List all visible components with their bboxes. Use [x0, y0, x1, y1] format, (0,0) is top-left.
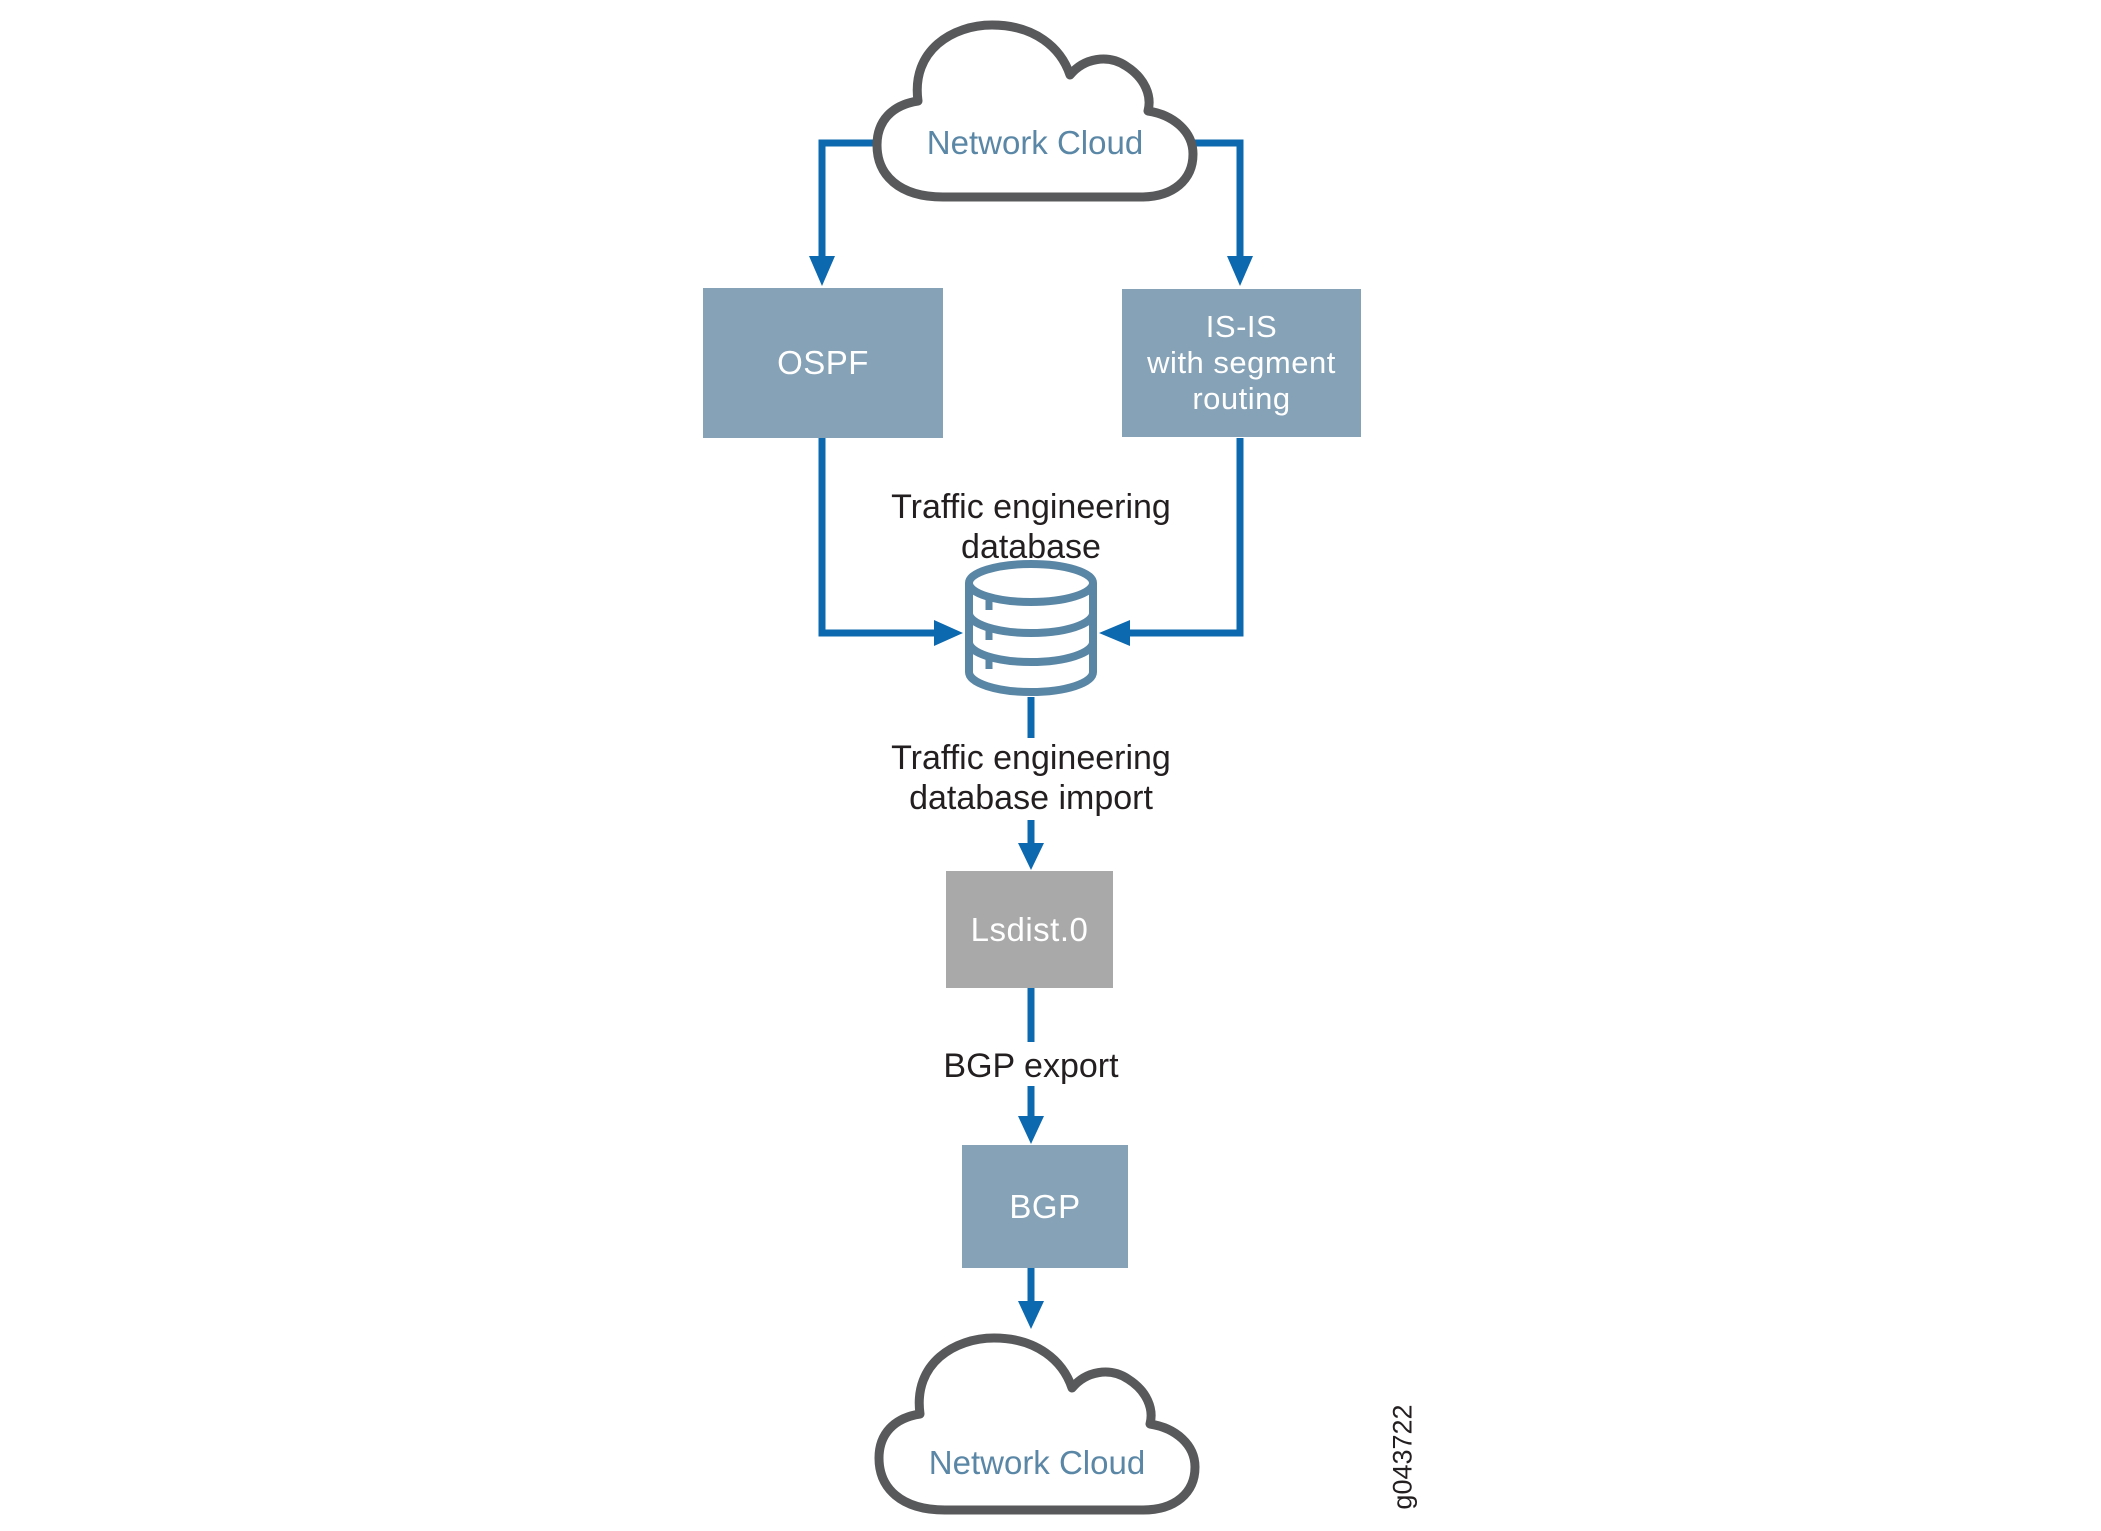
- node-isis-line3: routing: [1192, 381, 1291, 416]
- arrowhead-down-isis: [1227, 256, 1253, 286]
- database-icon: [965, 560, 1097, 696]
- ted-label-line2: database: [961, 528, 1101, 566]
- arrowheads: [809, 256, 1253, 1329]
- arrowhead-left-database: [1099, 620, 1130, 646]
- node-ospf-label: OSPF: [777, 344, 869, 381]
- bgp-export-label: BGP export: [943, 1047, 1119, 1085]
- node-bgp: BGP: [962, 1145, 1128, 1268]
- node-isis-label: IS-IS with segment routing: [1147, 309, 1336, 417]
- arrowhead-down-bgp: [1018, 1116, 1044, 1144]
- connector-isis-to-database: [1126, 438, 1244, 637]
- node-lsdist0: Lsdist.0: [946, 871, 1113, 988]
- node-isis: IS-IS with segment routing: [1122, 289, 1361, 437]
- traffic-engineering-database-import-label: Traffic engineering database import: [881, 738, 1181, 818]
- arrowhead-right-database: [934, 620, 963, 646]
- node-lsdist0-label: Lsdist.0: [970, 910, 1089, 948]
- network-cloud-bottom-icon: [874, 1333, 1200, 1515]
- node-isis-line2: with segment: [1147, 345, 1336, 380]
- figure-id-label: g043722: [1387, 1404, 1417, 1510]
- connector-ospf-to-database: [818, 438, 938, 637]
- node-ospf: OSPF: [703, 288, 943, 438]
- traffic-engineering-database-label: Traffic engineering database: [881, 487, 1181, 567]
- node-isis-line1: IS-IS: [1205, 309, 1278, 344]
- arrowhead-down-ospf: [809, 256, 835, 286]
- network-cloud-top-label: Network Cloud: [926, 124, 1144, 161]
- network-cloud-top-icon: [872, 20, 1198, 202]
- ted-import-label-line2: database import: [909, 779, 1153, 817]
- arrowhead-down-lsdist: [1018, 843, 1044, 870]
- network-cloud-bottom-label: Network Cloud: [928, 1444, 1146, 1481]
- arrowhead-down-cloud: [1018, 1301, 1044, 1329]
- ted-import-label-line1: Traffic engineering: [891, 739, 1171, 777]
- ted-label-line1: Traffic engineering: [891, 488, 1171, 526]
- node-bgp-label: BGP: [1009, 1187, 1081, 1225]
